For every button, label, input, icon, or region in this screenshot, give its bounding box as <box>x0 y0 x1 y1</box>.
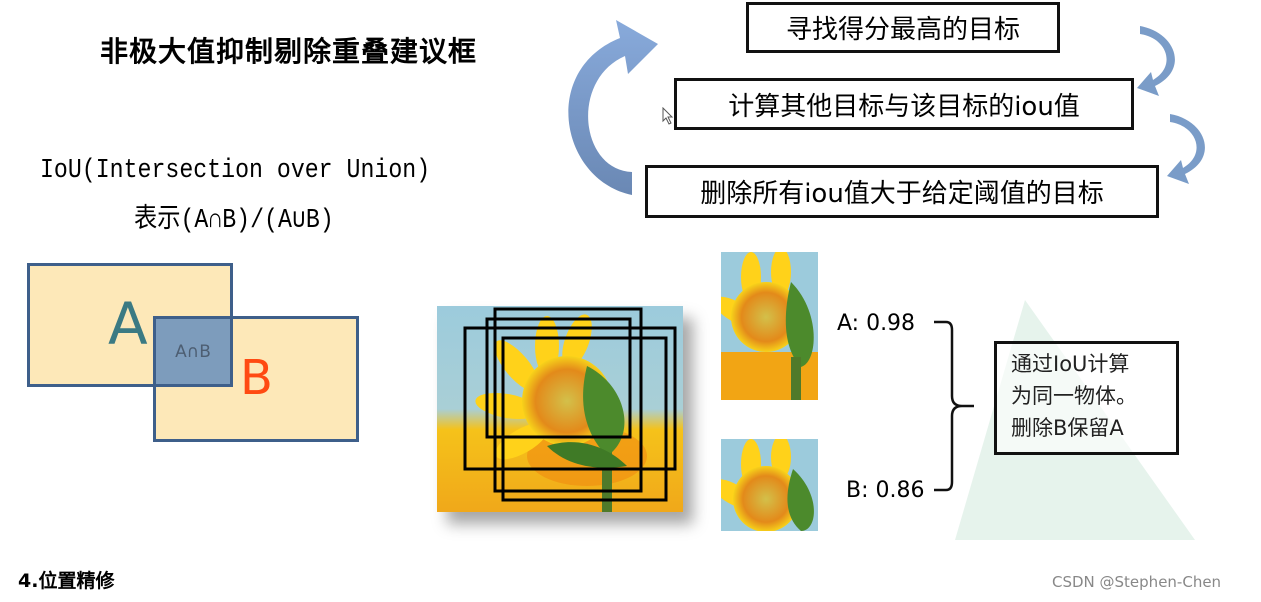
section-heading: 4.位置精修 <box>18 570 115 592</box>
loop-arrow-icon <box>568 20 658 195</box>
conclusion-line1: 通过IoU计算 <box>1011 352 1130 376</box>
conclusion-line3: 删除B保留A <box>1011 416 1124 440</box>
flow-step-find-highest: 寻找得分最高的目标 <box>746 2 1060 53</box>
iou-definition-line1: IoU(Intersection over Union) <box>40 156 431 186</box>
flow-step-compute-iou: 计算其他目标与该目标的iou值 <box>674 78 1134 130</box>
slide-title: 非极大值抑制剔除重叠建议框 <box>100 35 478 68</box>
conclusion-box: 通过IoU计算 为同一物体。 删除B保留A <box>994 341 1179 455</box>
step-arrow-icon <box>1137 26 1175 96</box>
step-arrow-icon <box>1167 114 1205 184</box>
sunflower-photo <box>437 306 683 512</box>
flow-step-delete-overlaps: 删除所有iou值大于给定阈值的目标 <box>645 165 1159 218</box>
watermark: CSDN @Stephen-Chen <box>1052 573 1222 591</box>
score-a: A: 0.98 <box>837 311 916 336</box>
intersection-region: A∩B <box>153 316 233 387</box>
mouse-cursor-icon <box>662 107 674 125</box>
box-a-label: A <box>108 290 148 358</box>
detection-crop-b <box>721 439 818 531</box>
iou-definition-line2: 表示(A∩B)/(A∪B) <box>134 206 334 236</box>
score-b: B: 0.86 <box>846 478 925 503</box>
detection-crop-a <box>721 252 818 400</box>
conclusion-line2: 为同一物体。 <box>1011 384 1137 408</box>
brace-icon <box>934 320 974 492</box>
box-b-label: B <box>240 350 273 406</box>
